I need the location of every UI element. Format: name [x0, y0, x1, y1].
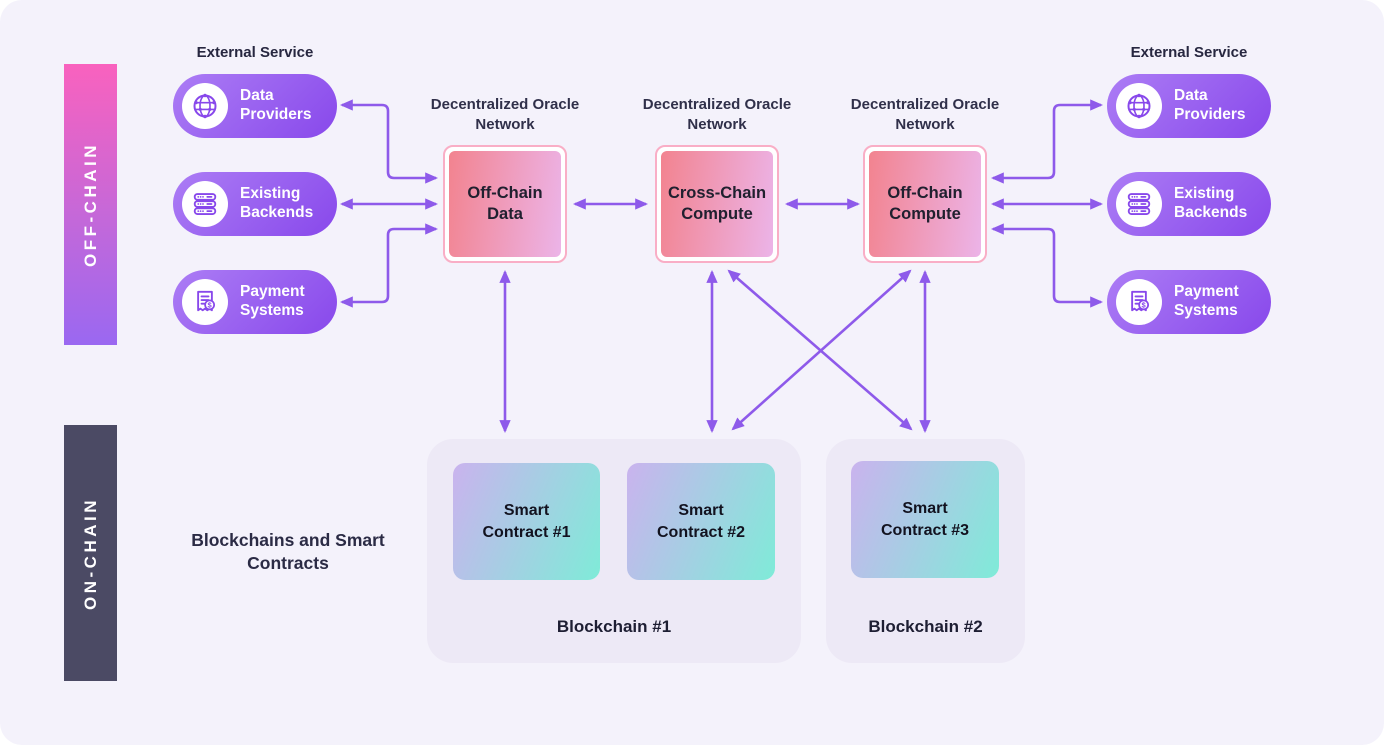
pill-existing-backends-left: Existing Backends	[173, 172, 337, 236]
pill-label: Data Providers	[1174, 87, 1246, 123]
oracle-box-off-chain-data: Off-Chain Data	[443, 145, 567, 263]
globe-network-icon	[1116, 83, 1162, 129]
svg-text:$: $	[1142, 301, 1147, 310]
off-chain-lane-bar: OFF-CHAIN	[64, 64, 117, 345]
pill-label: Payment Systems	[240, 283, 305, 319]
smart-contract-label: Smart Contract #2	[656, 501, 746, 541]
smart-contract-3-box: Smart Contract #3	[851, 461, 999, 578]
oracle-box-off-chain-compute: Off-Chain Compute	[863, 145, 987, 263]
pill-label: Payment Systems	[1174, 283, 1239, 319]
smart-contract-label: Smart Contract #3	[880, 499, 970, 539]
external-service-title-right: External Service	[1130, 44, 1248, 61]
oracle-caption-1: Decentralized Oracle Network	[430, 96, 580, 133]
oracle-box-label: Off-Chain Compute	[887, 183, 963, 223]
on-chain-lane-label: ON-CHAIN	[80, 496, 100, 610]
blockchain-2-label: Blockchain #2	[868, 617, 983, 636]
blockchain-1-container: Smart Contract #1 Smart Contract #2 Bloc…	[427, 439, 801, 663]
oracle-caption-3: Decentralized Oracle Network	[850, 96, 1000, 133]
pill-label: Existing Backends	[240, 185, 314, 221]
external-service-title-left: External Service	[196, 44, 314, 61]
pill-data-providers-right: Data Providers	[1107, 74, 1271, 138]
arrow-offchaincompute-dataproviders-right	[990, 99, 1104, 184]
pill-label: Data Providers	[240, 87, 312, 123]
blockchains-section-caption: Blockchains and Smart Contracts	[191, 530, 385, 574]
on-chain-lane-bar: ON-CHAIN	[64, 425, 117, 681]
arrow-offchaincompute-blockchain1	[731, 269, 912, 431]
blockchain-2-container: Smart Contract #3 Blockchain #2	[826, 439, 1025, 663]
oracle-caption-2: Decentralized Oracle Network	[642, 96, 792, 133]
globe-network-icon	[182, 83, 228, 129]
pill-existing-backends-right: Existing Backends	[1107, 172, 1271, 236]
pill-label: Existing Backends	[1174, 185, 1248, 221]
server-stack-icon	[1116, 181, 1162, 227]
off-chain-lane-label: OFF-CHAIN	[80, 142, 100, 267]
arrow-offchaincompute-paymentsystems-right	[990, 223, 1104, 308]
oracle-box-label: Cross-Chain Compute	[667, 183, 767, 223]
receipt-dollar-icon: $	[1116, 279, 1162, 325]
pill-data-providers-left: Data Providers	[173, 74, 337, 138]
arrow-paymentsystems-left-offchaindata	[339, 223, 439, 308]
smart-contract-2-box: Smart Contract #2	[627, 463, 775, 580]
svg-text:$: $	[208, 301, 213, 310]
oracle-box-cross-chain-compute: Cross-Chain Compute	[655, 145, 779, 263]
pill-payment-systems-left: $ Payment Systems	[173, 270, 337, 334]
arrow-dataproviders-left-offchaindata	[339, 99, 439, 184]
receipt-dollar-icon: $	[182, 279, 228, 325]
smart-contract-1-box: Smart Contract #1	[453, 463, 600, 580]
server-stack-icon	[182, 181, 228, 227]
oracle-box-label: Off-Chain Data	[467, 183, 543, 223]
pill-payment-systems-right: $ Payment Systems	[1107, 270, 1271, 334]
smart-contract-label: Smart Contract #1	[482, 501, 571, 541]
blockchain-1-label: Blockchain #1	[556, 617, 672, 636]
arrow-crosschaincompute-blockchain2	[727, 269, 913, 431]
